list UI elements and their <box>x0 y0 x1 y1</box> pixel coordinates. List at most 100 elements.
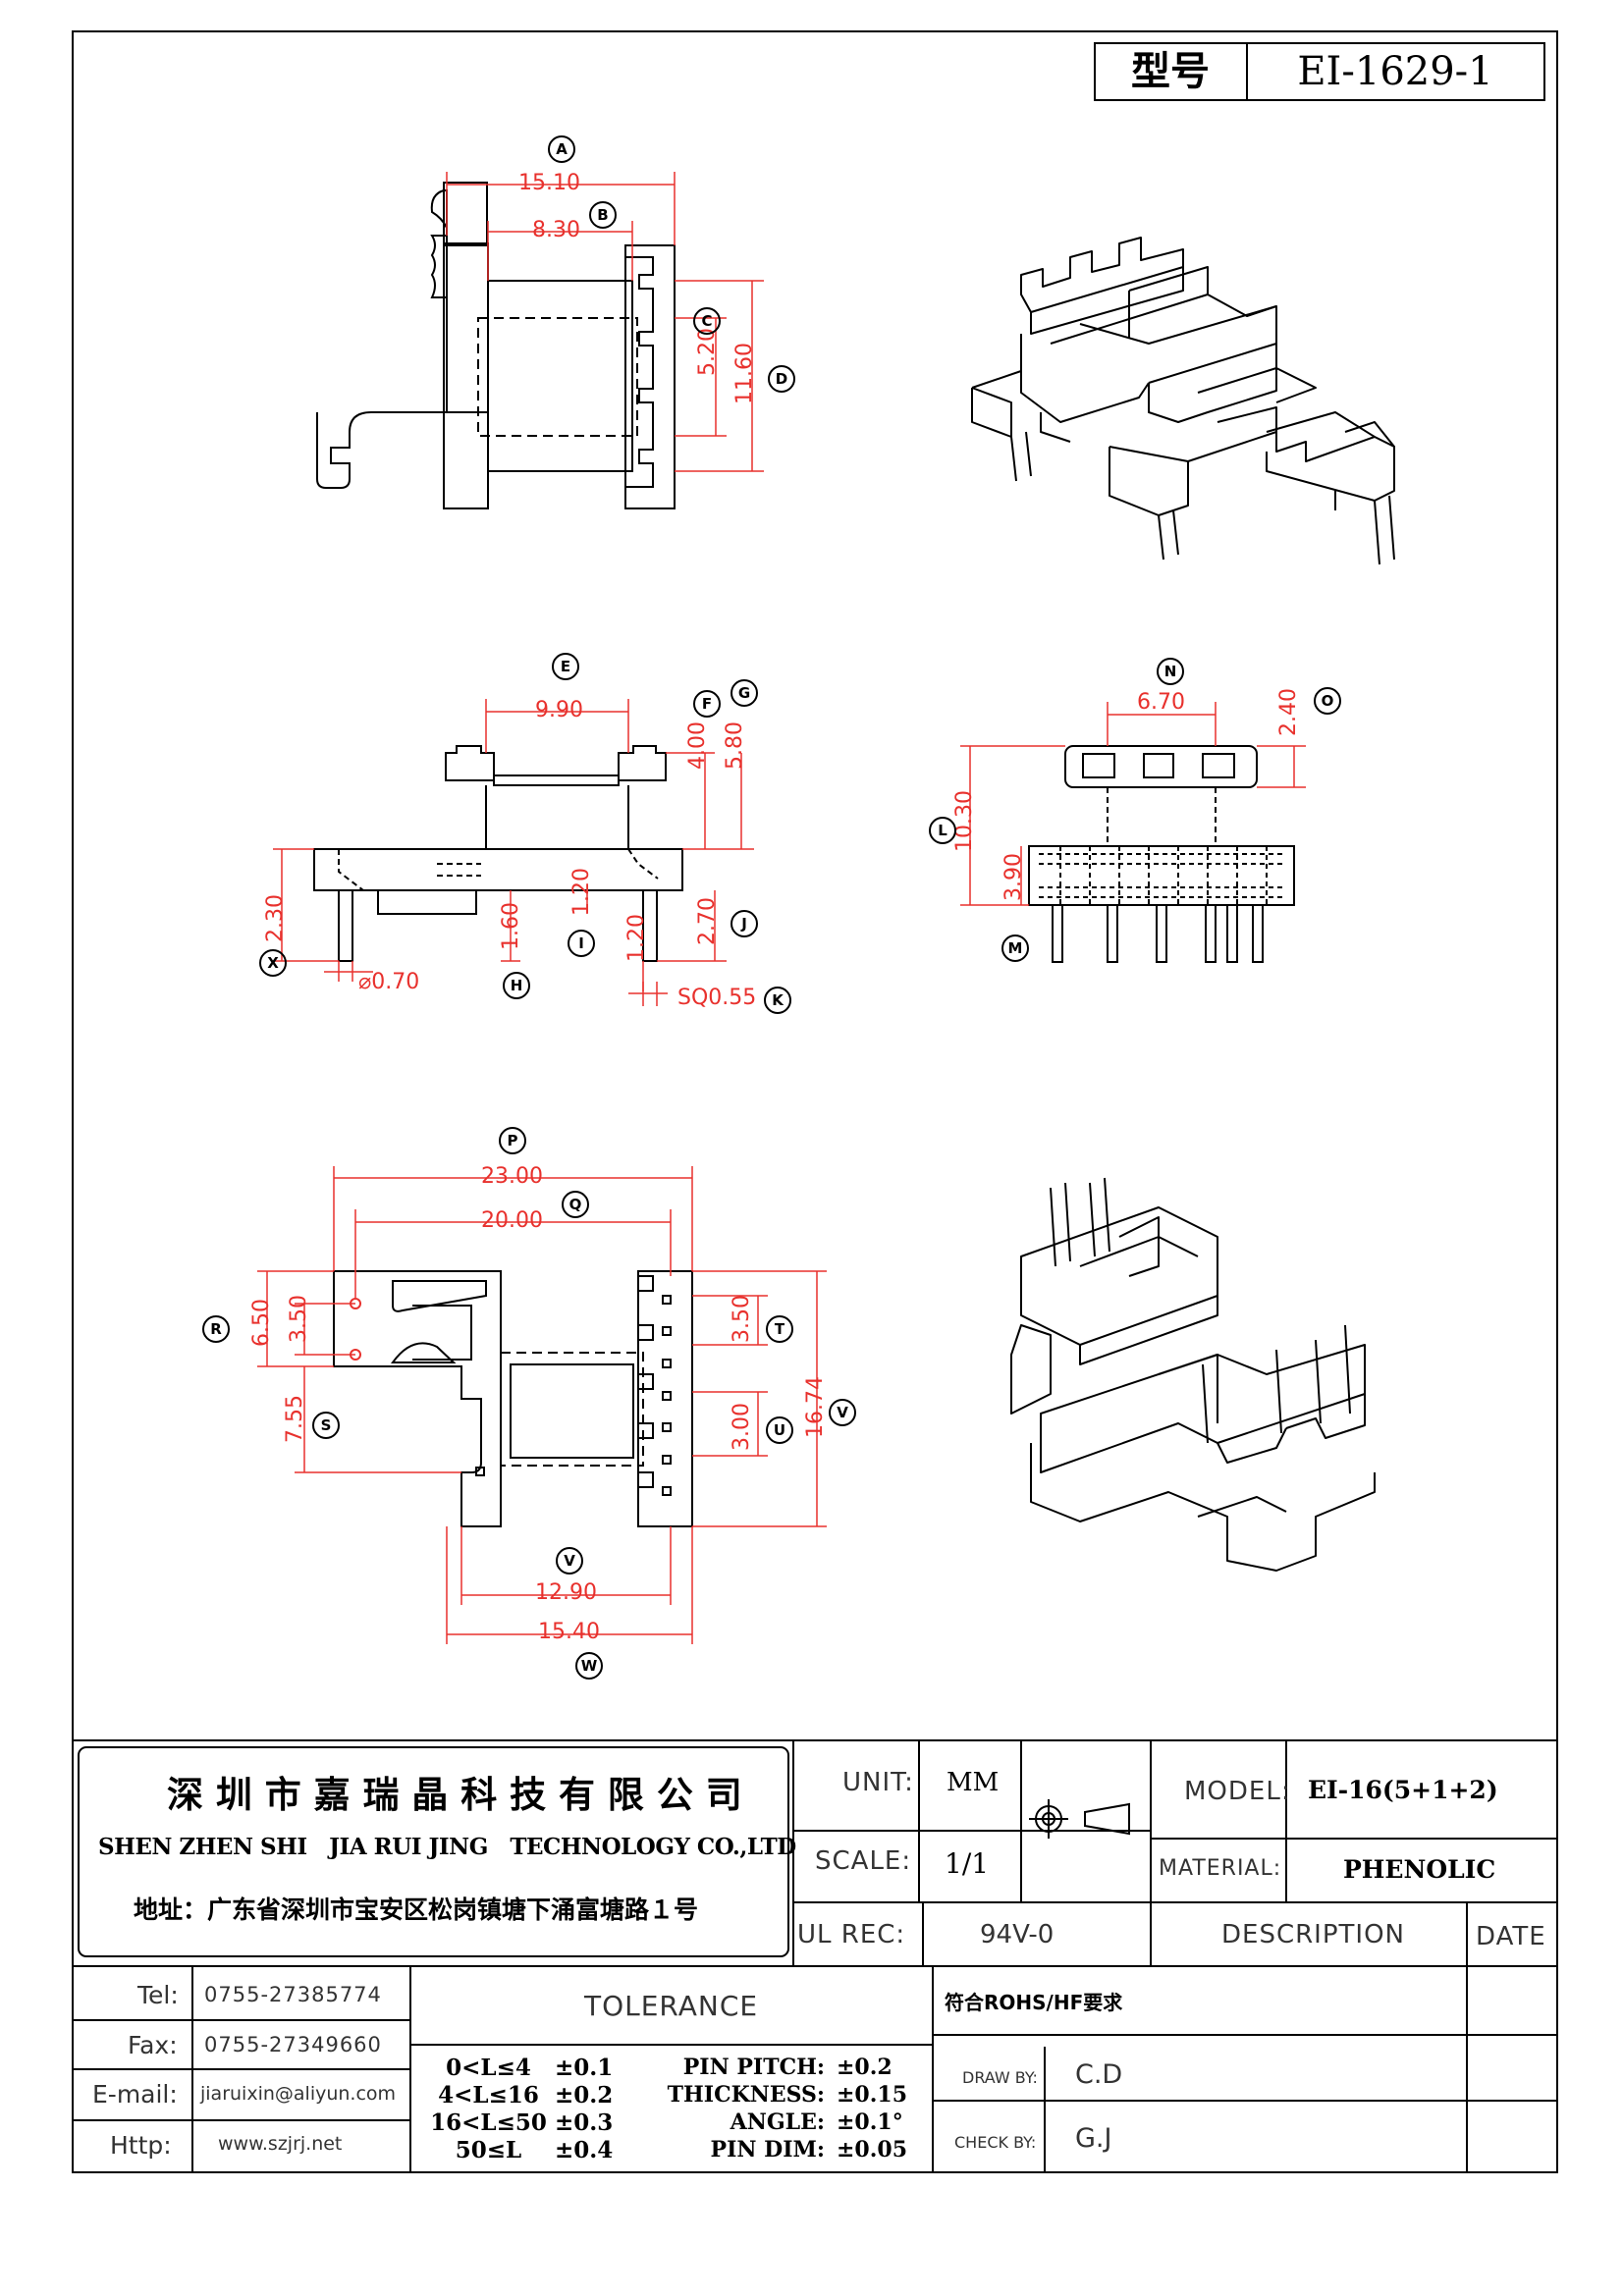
balloon-o: O <box>1314 687 1341 715</box>
ul-value: 94V-0 <box>980 1920 1055 1949</box>
tolerance-general: PIN PITCH:±0.2 THICKNESS:±0.15 ANGLE:±0.… <box>648 2055 928 2164</box>
model-header-label: 型号 <box>1131 49 1210 94</box>
tolerance-row: 50≤L ±0.4 <box>422 2137 633 2164</box>
balloon-v-bottom: V <box>556 1547 583 1575</box>
top-view <box>316 182 676 509</box>
isometric-view-top <box>971 237 1395 565</box>
balloon-u: U <box>766 1416 793 1444</box>
model-header-box: 型号 EI-1629-1 <box>1094 42 1545 101</box>
dim-m-value: 3.90 <box>1001 853 1026 901</box>
balloon-b: B <box>589 201 617 229</box>
angle-label: ANGLE: <box>730 2109 825 2135</box>
side-view <box>1028 745 1295 963</box>
dim-u-value: 3.00 <box>730 1403 754 1451</box>
company-name-en: SHEN ZHEN SHI JIA RUI JING TECHNOLOGY CO… <box>98 1834 796 1860</box>
fax-value: 0755-27349660 <box>204 2033 382 2056</box>
dim-h-value: 1.60 <box>499 902 523 950</box>
tolerance-value: ±0.4 <box>555 2137 614 2163</box>
angle-value: ±0.1° <box>837 2109 903 2135</box>
tel-value: 0755-27385774 <box>204 1983 382 2006</box>
tolerance-table: 0<L≤4 ±0.1 4<L≤16 ±0.2 16<L≤50 ±0.3 50≤L ±0.… <box>422 2055 633 2164</box>
tolerance-value: ±0.1 <box>555 2055 614 2081</box>
tolerance-range: 0<L≤4 <box>446 2055 531 2081</box>
dim-t-value: 3.50 <box>730 1295 754 1343</box>
balloon-q: Q <box>562 1191 589 1218</box>
dim-e-value: 9.90 <box>535 698 583 722</box>
draw-by-value: C.D <box>1075 2059 1123 2090</box>
balloon-l: L <box>929 817 956 844</box>
balloon-v-right: V <box>829 1399 856 1426</box>
balloon-d: D <box>768 365 795 393</box>
dim-i2-value: 1.20 <box>624 914 649 962</box>
date-label: DATE <box>1476 1922 1546 1951</box>
tolerance-range: 4<L≤16 <box>438 2082 539 2109</box>
description-label: DESCRIPTION <box>1221 1920 1405 1949</box>
tel-label: Tel: <box>137 1981 179 2009</box>
dim-d-value: 11.60 <box>732 343 757 404</box>
rohs-note: 符合ROHS/HF要求 <box>945 1991 1123 2014</box>
title-block-grid <box>73 1739 1557 2172</box>
balloon-r: R <box>202 1315 230 1343</box>
balloon-s: S <box>312 1412 340 1439</box>
isometric-view-bottom <box>1010 1177 1376 1572</box>
balloon-w: W <box>575 1652 603 1680</box>
balloon-t: T <box>766 1315 793 1343</box>
tolerance-title: TOLERANCE <box>584 1990 759 2022</box>
dim-f-value: 4.00 <box>685 721 710 770</box>
dim-j-value: 2.70 <box>695 897 720 945</box>
check-by-value: G.J <box>1075 2123 1112 2154</box>
http-label: Http: <box>110 2131 172 2160</box>
dim-dia-value: ⌀0.70 <box>358 970 420 994</box>
dim-i-value: 1.20 <box>569 868 594 916</box>
fax-label: Fax: <box>128 2031 178 2059</box>
balloon-k: K <box>764 987 791 1014</box>
dim-p-value: 23.00 <box>481 1164 543 1189</box>
dim-r-value: 6.50 <box>249 1299 274 1347</box>
material-value: PHENOLIC <box>1343 1855 1496 1884</box>
tolerance-row: 16<L≤50 ±0.3 <box>422 2109 633 2137</box>
balloon-x: X <box>259 949 287 977</box>
pin-pitch-label: PIN PITCH: <box>682 2055 825 2080</box>
dim-b-value: 8.30 <box>532 218 580 242</box>
balloon-e: E <box>552 653 579 680</box>
http-value: www.szjrj.net <box>218 2133 343 2155</box>
unit-label: UNIT: <box>842 1768 914 1797</box>
dim-o-value: 2.40 <box>1276 688 1301 736</box>
ul-label: UL REC: <box>797 1920 906 1949</box>
balloon-a: A <box>548 135 575 163</box>
projection-symbol <box>1029 1799 1130 1839</box>
balloon-i: I <box>568 930 595 957</box>
model-header-value: EI-1629-1 <box>1297 49 1492 94</box>
tolerance-range: 50≤L <box>455 2137 522 2163</box>
dimension-lines <box>257 172 1306 1644</box>
dim-v-value: 16.74 <box>803 1376 828 1438</box>
front-view <box>313 745 683 962</box>
email-value: jiaruixin@aliyun.com <box>200 2083 397 2105</box>
tolerance-range: 16<L≤50 <box>430 2109 547 2136</box>
balloon-m: M <box>1001 934 1029 962</box>
tolerance-row: 4<L≤16 ±0.2 <box>422 2082 633 2109</box>
balloon-n: N <box>1157 658 1184 685</box>
scale-value: 1/1 <box>945 1847 990 1880</box>
balloon-g: G <box>730 679 758 707</box>
dim-r2-value: 3.50 <box>287 1295 311 1343</box>
material-label: MATERIAL: <box>1159 1856 1282 1881</box>
company-name-cn: 深 圳 市 嘉 瑞 晶 科 技 有 限 公 司 <box>167 1774 742 1816</box>
dim-n-value: 6.70 <box>1137 690 1185 715</box>
dim-c-value: 5.20 <box>695 328 720 376</box>
thickness-value: ±0.15 <box>837 2082 908 2108</box>
draw-by-label: DRAW BY: <box>962 2068 1038 2087</box>
bottom-view <box>333 1270 693 1527</box>
dim-k-value: SQ0.55 <box>677 986 757 1010</box>
thickness-label: THICKNESS: <box>667 2082 825 2108</box>
dim-l-value: 10.30 <box>952 790 977 852</box>
dim-x-value: 2.30 <box>263 894 288 942</box>
tolerance-value: ±0.2 <box>555 2082 614 2109</box>
pin-dim-label: PIN DIM: <box>710 2137 825 2163</box>
unit-value: MM <box>947 1768 1000 1797</box>
dim-w-value: 15.40 <box>538 1620 600 1644</box>
balloon-p: P <box>499 1127 526 1154</box>
tolerance-row: 0<L≤4 ±0.1 <box>422 2055 633 2082</box>
tolerance-value: ±0.3 <box>555 2109 614 2136</box>
